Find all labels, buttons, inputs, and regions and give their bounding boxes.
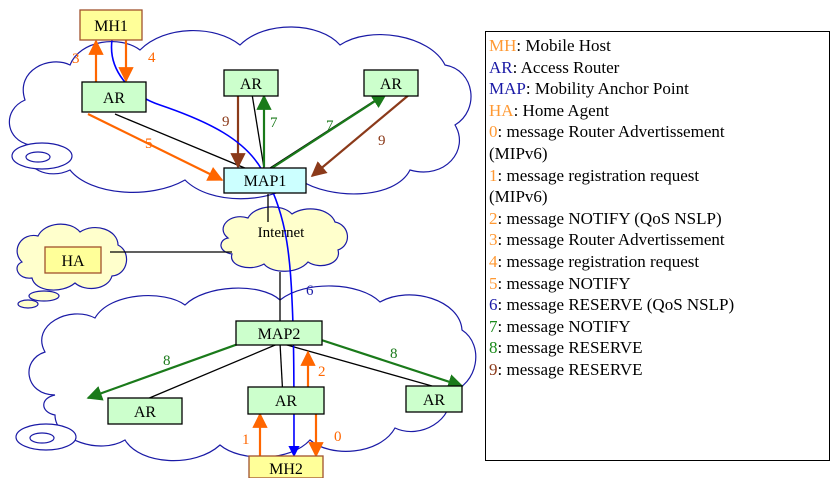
ar-label: AR: [134, 404, 157, 421]
legend-key: 1: [489, 165, 498, 185]
legend-text: : message registration request: [497, 165, 700, 185]
ha-node: HA: [44, 246, 102, 274]
legend-entry: 1: message registration request: [489, 165, 829, 187]
legend-text: : message NOTIFY: [497, 273, 631, 293]
legend-text: : message RESERVE (QoS NSLP): [497, 295, 735, 315]
ar-node-lower-left: AR: [107, 397, 183, 425]
mh1-node: MH1: [79, 9, 143, 41]
ar-node-upper-left: AR: [81, 81, 147, 113]
legend-entry: MH: Mobile Host: [489, 35, 829, 57]
mh1-label: MH1: [94, 18, 128, 35]
map1-label: MAP1: [244, 173, 287, 190]
arrow-number-9-right: 9: [378, 133, 386, 149]
map2-label: MAP2: [258, 326, 301, 343]
legend-entry: 5: message NOTIFY: [489, 273, 829, 295]
ar-label: AR: [423, 392, 446, 409]
legend-entry: 2: message NOTIFY (QoS NSLP): [489, 208, 829, 230]
arrow-number-5: 5: [145, 136, 153, 152]
mh2-node: MH2: [248, 455, 324, 478]
legend-key: HA: [489, 100, 514, 120]
legend-text: (MIPv6): [489, 187, 548, 207]
mh2-label: MH2: [269, 461, 303, 478]
legend-text: : Home Agent: [513, 100, 609, 120]
legend-text: (MIPv6): [489, 143, 548, 163]
legend-text: : message registration request: [497, 251, 700, 271]
legend-text: : message RESERVE: [497, 338, 643, 358]
legend-key: 7: [489, 316, 498, 336]
legend-key: 9: [489, 359, 498, 379]
ar-node-lower-middle: AR: [247, 386, 325, 415]
arrow-9-right: [310, 93, 411, 177]
arrow-number-4: 4: [148, 50, 156, 66]
map2-node: MAP2: [235, 320, 323, 346]
ar-label: AR: [103, 90, 126, 107]
legend-entry: 3: message Router Advertissement: [489, 229, 829, 251]
legend-key: 3: [489, 230, 498, 250]
ar-label: AR: [275, 393, 298, 410]
network-diagram: MH1 AR AR AR MAP1 Internet HA MAP2 AR AR…: [8, 9, 477, 478]
ar-node-upper-right: AR: [363, 69, 419, 97]
legend-text: : message NOTIFY: [497, 316, 631, 336]
arrow-8-right: [302, 332, 464, 390]
legend-key: 0: [489, 122, 498, 142]
legend-text: : message Router Advertissement: [497, 122, 725, 142]
legend-entry: 0: message Router Advertissement: [489, 121, 829, 143]
legend-text: : message NOTIFY (QoS NSLP): [497, 208, 722, 228]
legend-text: : Access Router: [512, 57, 620, 77]
legend-entry: MAP: Mobility Anchor Point: [489, 78, 829, 100]
legend-text: : Mobile Host: [516, 36, 611, 55]
ar-node-lower-right: AR: [405, 385, 463, 413]
arrow-number-7-left: 7: [270, 115, 278, 131]
arrow-number-8-left: 8: [163, 353, 171, 369]
legend-key: AR: [489, 57, 513, 77]
legend-entry: 4: message registration request: [489, 251, 829, 273]
ar-label: AR: [380, 76, 403, 93]
legend-text: : Mobility Anchor Point: [525, 79, 689, 99]
ar-label: AR: [240, 76, 263, 93]
ha-cloud-puff-small: [17, 299, 39, 309]
legend-key: 6: [489, 295, 498, 315]
legend-entry: 9: message RESERVE: [489, 359, 829, 381]
arrow-number-2: 2: [318, 364, 326, 380]
arrow-5: [87, 113, 224, 181]
legend-key: 2: [489, 208, 498, 228]
ha-label: HA: [61, 253, 85, 270]
upper-cloud-puff-inner: [25, 151, 51, 163]
arrow-number-8-right: 8: [390, 346, 398, 362]
arrow-number-6: 6: [306, 283, 314, 299]
legend-entry: AR: Access Router: [489, 57, 829, 79]
legend-key: MAP: [489, 79, 526, 99]
internet-label: Internet: [258, 225, 305, 241]
legend-key: 8: [489, 338, 498, 358]
legend-entry: 6: message RESERVE (QoS NSLP): [489, 294, 829, 316]
arrow-7-right: [271, 93, 388, 169]
arrow-number-9-left: 9: [222, 114, 230, 130]
legend-entry: (MIPv6): [489, 186, 829, 208]
ha-cloud-puff: [28, 290, 60, 302]
legend-key: 4: [489, 251, 498, 271]
arrow-number-0: 0: [334, 429, 342, 445]
legend-entry: HA: Home Agent: [489, 100, 829, 122]
ar-node-upper-middle: AR: [223, 69, 279, 97]
legend-entry: 7: message NOTIFY: [489, 316, 829, 338]
legend-text: : message RESERVE: [497, 359, 643, 379]
legend-key: MH: [489, 36, 517, 55]
lower-cloud-puff-inner: [29, 432, 55, 444]
legend-entry: 8: message RESERVE: [489, 337, 829, 359]
internet-cloud: [220, 206, 348, 272]
legend-text: : message Router Advertissement: [497, 230, 725, 250]
arrow-number-7-right: 7: [326, 118, 334, 134]
legend-entry: (MIPv6): [489, 143, 829, 165]
arrow-number-3: 3: [72, 51, 80, 67]
lower-cloud: [28, 285, 477, 462]
legend-key: 5: [489, 273, 498, 293]
map1-node: MAP1: [223, 167, 307, 194]
arrow-number-1: 1: [242, 432, 250, 448]
